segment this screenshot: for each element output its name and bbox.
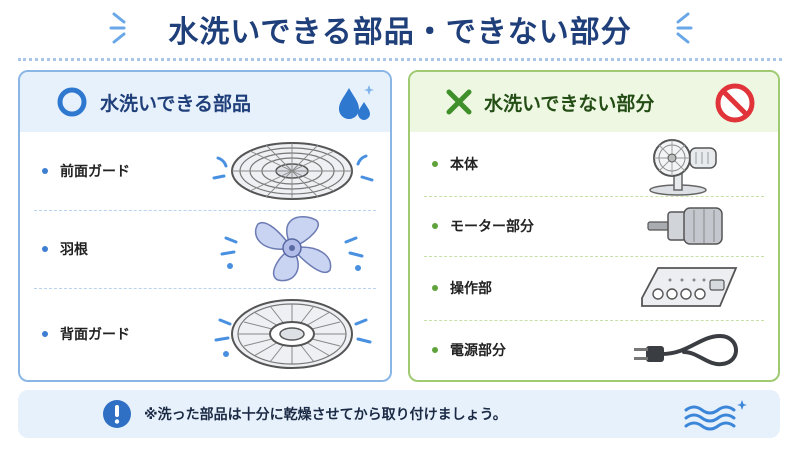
exclamation-icon — [103, 400, 131, 428]
prohibited-icon — [715, 83, 755, 123]
water-drops-icon — [339, 85, 374, 120]
bullet — [42, 331, 48, 337]
bullet — [42, 168, 48, 174]
item-label: 電源部分 — [450, 343, 506, 359]
not-washable-panel-header: 水洗いできない部分 — [410, 72, 778, 132]
header: 水洗いできる部品・できない部分 — [0, 0, 800, 58]
title-divider — [18, 58, 782, 61]
list-item: 操作部 — [410, 256, 778, 320]
list-item: 本体 — [410, 132, 778, 196]
item-label: 背面ガード — [60, 327, 130, 343]
circle-ok-icon — [57, 87, 87, 117]
not-washable-heading: 水洗いできない部分 — [484, 92, 655, 115]
rear-guard-icon — [214, 299, 372, 369]
page-title: 水洗いできる部品・できない部分 — [168, 15, 632, 50]
bullet — [42, 246, 48, 252]
fan-blade-icon — [220, 216, 364, 282]
row-divider — [424, 256, 764, 257]
list-item: モーター部分 — [410, 196, 778, 256]
bullet — [432, 285, 438, 291]
item-label: 本体 — [450, 157, 478, 173]
splash-right-icon — [676, 12, 693, 44]
splash-left-icon — [109, 12, 126, 44]
row-divider — [34, 288, 376, 289]
not-washable-panel: 水洗いできない部分 本体 モーター部分 — [408, 70, 780, 382]
bullet — [432, 223, 438, 229]
water-waves-icon — [684, 400, 747, 431]
bullet — [432, 347, 438, 353]
washable-panel: 水洗いできる部品 前面ガード — [18, 70, 392, 382]
row-divider — [424, 320, 764, 321]
list-item: 背面ガード — [20, 288, 390, 380]
row-divider — [34, 210, 376, 211]
washable-panel-header: 水洗いできる部品 — [20, 72, 390, 132]
note-text: ※洗った部品は十分に乾燥させてから取り付けましょう。 — [144, 407, 507, 423]
list-item: 電源部分 — [410, 320, 778, 380]
fan-body-icon — [649, 139, 717, 196]
item-label: 操作部 — [450, 281, 492, 297]
bullet — [432, 161, 438, 167]
item-label: モーター部分 — [450, 219, 534, 235]
cross-icon — [446, 89, 472, 115]
front-guard-icon — [212, 142, 374, 200]
note-bar: ※洗った部品は十分に乾燥させてから取り付けましょう。 — [18, 390, 780, 438]
row-divider — [424, 196, 764, 197]
power-plug-icon — [634, 333, 738, 367]
control-panel-icon — [641, 267, 738, 307]
list-item: 前面ガード — [20, 132, 390, 210]
motor-icon — [647, 207, 723, 245]
list-item: 羽根 — [20, 210, 390, 288]
washable-heading: 水洗いできる部品 — [100, 92, 252, 115]
item-label: 前面ガード — [60, 164, 130, 180]
item-label: 羽根 — [60, 242, 88, 258]
